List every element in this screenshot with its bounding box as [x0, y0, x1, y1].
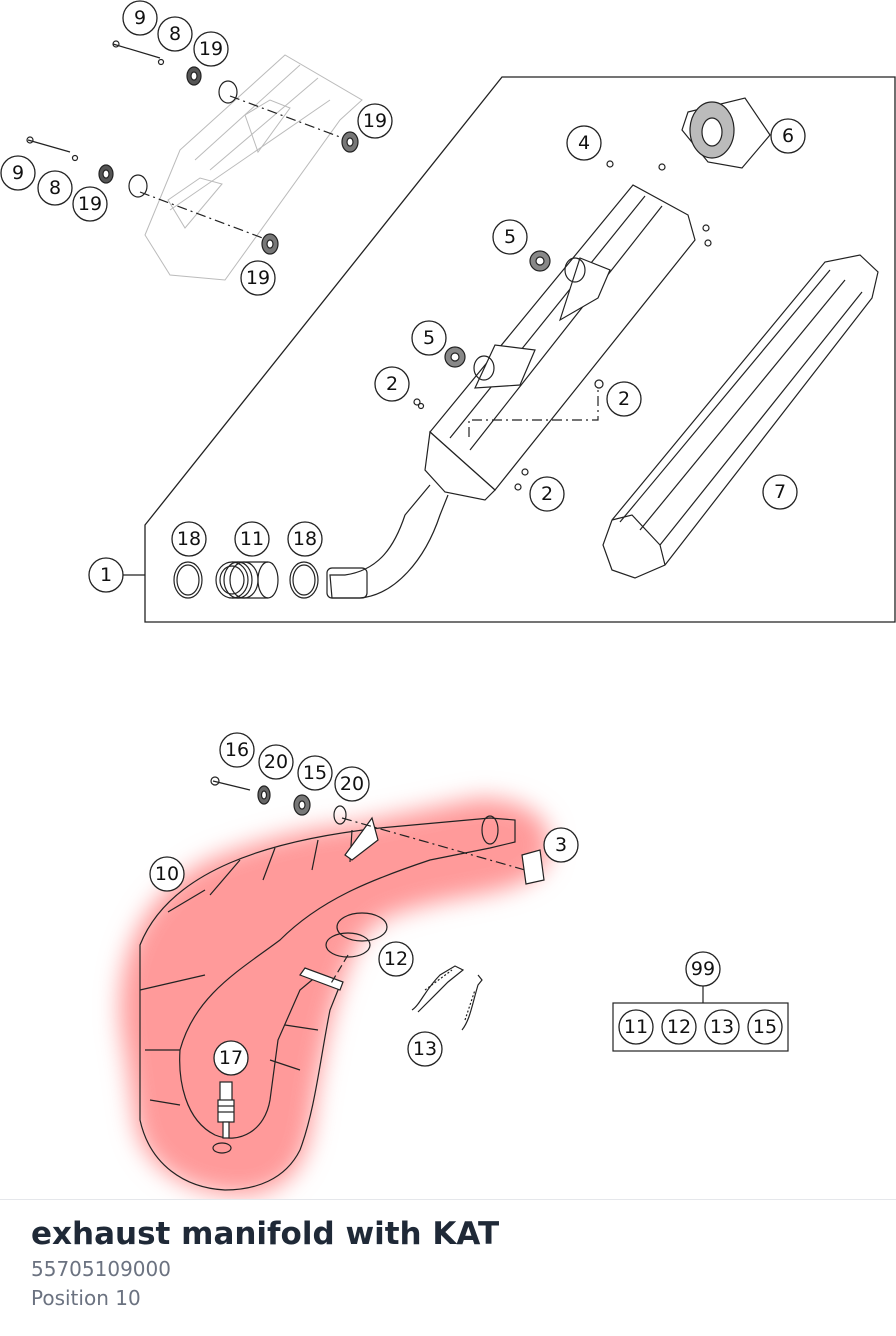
- position-value: 10: [115, 1286, 141, 1310]
- callout-5: 5: [423, 327, 435, 349]
- part-position: Position 10: [31, 1286, 141, 1310]
- position-label: Position: [31, 1286, 109, 1310]
- kit-99-item: 12: [667, 1016, 691, 1038]
- silencer-sleeve: [602, 254, 879, 579]
- callout-2: 2: [618, 388, 630, 410]
- callout-20: 20: [264, 751, 288, 773]
- kit-99-item: 11: [624, 1016, 648, 1038]
- callout-19: 19: [199, 38, 223, 60]
- callout-3: 3: [555, 834, 567, 856]
- part-number: 55705109000: [31, 1257, 171, 1281]
- callout-6: 6: [782, 125, 794, 147]
- callouts: [0, 0, 806, 1076]
- callout-1: 1: [100, 564, 112, 586]
- callout-99: 99: [691, 958, 715, 980]
- callout-16: 16: [225, 739, 249, 761]
- callout-10: 10: [155, 863, 179, 885]
- callout-18: 18: [177, 528, 201, 550]
- callout-2: 2: [386, 373, 398, 395]
- part-info-panel: exhaust manifold with KAT 55705109000 Po…: [0, 1199, 896, 1336]
- callout-9: 9: [12, 162, 24, 184]
- callout-18: 18: [293, 528, 317, 550]
- part-name: exhaust manifold with KAT: [31, 1216, 500, 1252]
- callout-20: 20: [340, 773, 364, 795]
- gasket-18-left: [173, 561, 203, 599]
- kit-99-item: 15: [753, 1016, 777, 1038]
- callout-2: 2: [541, 483, 553, 505]
- assembly-1-frame: [144, 76, 896, 623]
- callout-labels: 9 8 19 19 9 8 19 19 4 6 5 5 2 2 2 7 18 1…: [12, 7, 794, 1069]
- kit-99-item: 13: [710, 1016, 734, 1038]
- callout-8: 8: [49, 177, 61, 199]
- kit-99-box: [612, 1002, 789, 1052]
- heat-shield-fasteners: [26, 40, 359, 255]
- end-cap: [681, 97, 771, 169]
- callout-9: 9: [134, 7, 146, 29]
- manifold-pipe: [139, 815, 516, 1191]
- callout-8: 8: [169, 23, 181, 45]
- callout-17: 17: [219, 1047, 243, 1069]
- callout-7: 7: [774, 481, 786, 503]
- callout-12: 12: [384, 948, 408, 970]
- callout-11: 11: [240, 528, 264, 550]
- callout-19: 19: [246, 267, 270, 289]
- callout-19: 19: [363, 110, 387, 132]
- sleeve-11: [215, 561, 279, 599]
- callout-15: 15: [303, 762, 327, 784]
- callout-13: 13: [413, 1038, 437, 1060]
- manifold-hardware: [210, 776, 789, 1052]
- heat-shield: [144, 54, 363, 281]
- silencer-inner-body: [326, 160, 712, 599]
- callout-4: 4: [578, 132, 590, 154]
- silencer-assembly: [26, 40, 896, 623]
- exploded-parts-diagram: 9 8 19 19 9 8 19 19 4 6 5 5 2 2 2 7 18 1…: [0, 0, 896, 1195]
- gasket-18-right: [289, 561, 319, 599]
- callout-19: 19: [78, 193, 102, 215]
- callout-5: 5: [504, 226, 516, 248]
